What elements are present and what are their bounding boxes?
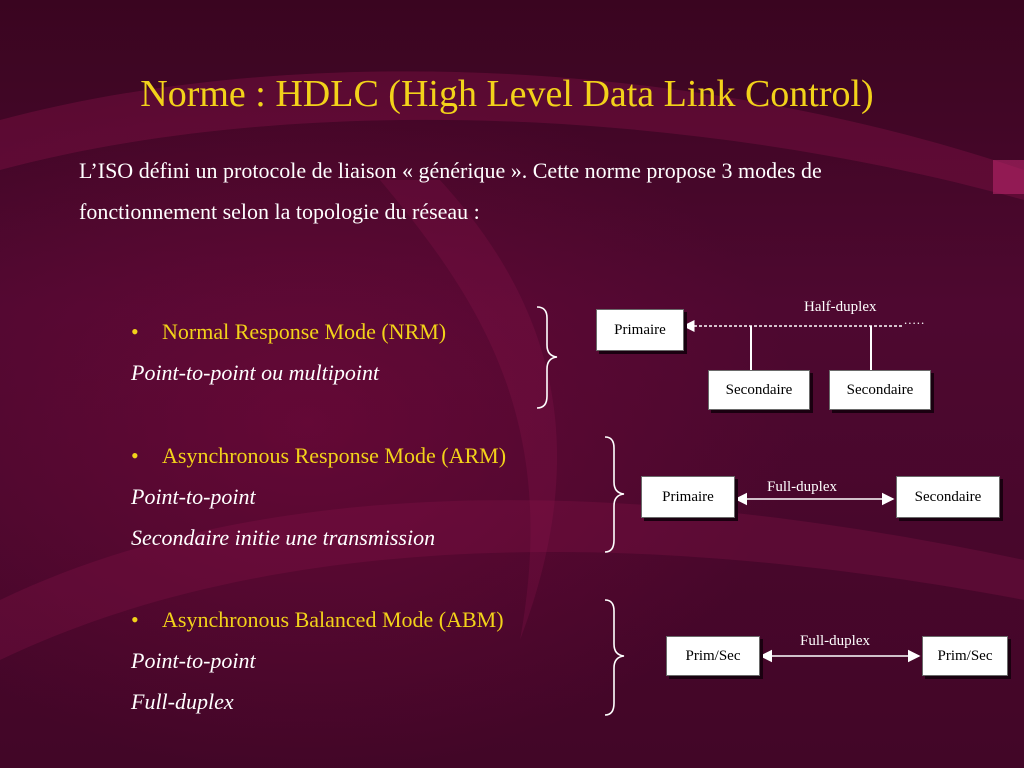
- bullet: •: [131, 319, 139, 344]
- bullet: •: [131, 443, 139, 468]
- bullet: •: [131, 607, 139, 632]
- primary-box: Primaire: [596, 309, 684, 351]
- continuation-dots: .....: [904, 312, 926, 327]
- secondary-box: Secondaire: [896, 476, 1000, 518]
- mode-abm: • Asynchronous Balanced Mode (ABM) Point…: [131, 599, 504, 722]
- slide-title: Norme : HDLC (High Level Data Link Contr…: [140, 73, 874, 115]
- mode-name: Normal Response Mode (NRM): [162, 319, 447, 344]
- brace-nrm: [536, 306, 558, 409]
- primary-box: Primaire: [641, 476, 735, 518]
- mode-arm: • Asynchronous Response Mode (ARM) Point…: [131, 435, 506, 558]
- mode-detail: Secondaire initie une transmission: [131, 525, 436, 550]
- mode-detail: Point-to-point: [131, 648, 256, 673]
- combined-station-box: Prim/Sec: [666, 636, 760, 676]
- link-label: Full-duplex: [767, 479, 837, 495]
- secondary-box: Secondaire: [829, 370, 931, 410]
- combined-station-box: Prim/Sec: [922, 636, 1008, 676]
- mode-detail: Point-to-point ou multipoint: [131, 360, 380, 385]
- mode-detail: Point-to-point: [131, 484, 256, 509]
- secondary-box: Secondaire: [708, 370, 810, 410]
- mode-name: Asynchronous Balanced Mode (ABM): [162, 607, 504, 632]
- brace-arm: [604, 436, 625, 553]
- mode-name: Asynchronous Response Mode (ARM): [162, 443, 507, 468]
- brace-abm: [604, 599, 625, 716]
- intro-paragraph: L’ISO défini un protocole de liaison « g…: [79, 158, 822, 224]
- mode-nrm: • Normal Response Mode (NRM) Point-to-po…: [131, 311, 446, 393]
- link-label: Half-duplex: [804, 299, 877, 315]
- link-label: Full-duplex: [800, 633, 870, 649]
- mode-detail: Full-duplex: [131, 689, 234, 714]
